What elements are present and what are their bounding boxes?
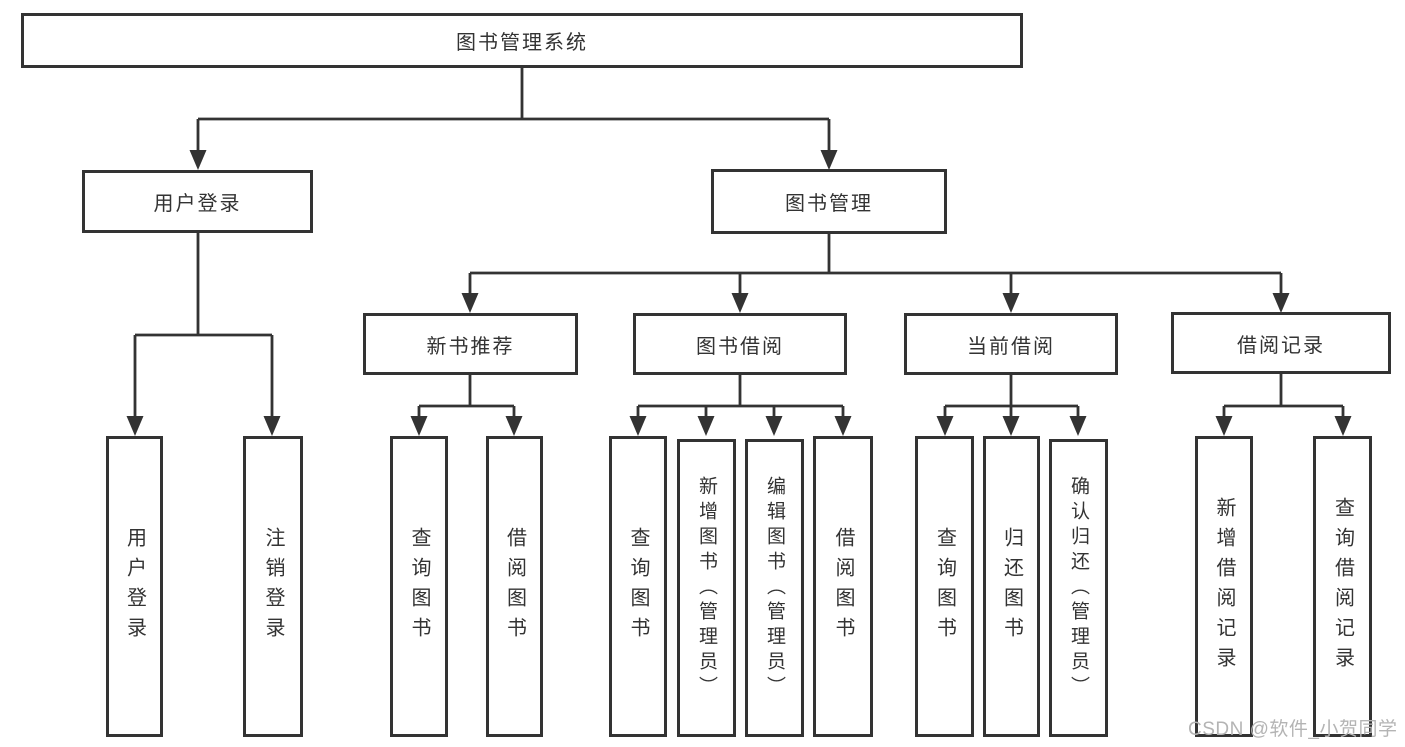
leaf-return-book: 归还图书 [983,436,1040,737]
leaf-logout: 注销登录 [243,436,303,737]
leaf-confirm-return-admin-label: 确认归还（管理员） [1068,475,1089,701]
node-book-management: 图书管理 [711,169,947,234]
connector-records-to-leaves [1215,374,1352,436]
leaf-query-books-recommend: 查询图书 [390,436,448,737]
leaf-query-books-current: 查询图书 [915,436,974,737]
leaf-user-login-label: 用户登录 [123,526,146,647]
node-user-login: 用户登录 [82,170,313,233]
connector-login-to-leaves [126,233,281,436]
leaf-query-books-borrow-label: 查询图书 [627,526,649,647]
leaf-logout-label: 注销登录 [262,526,284,647]
connector-management-to-level3 [461,234,1290,313]
leaf-query-borrow-record-label: 查询借阅记录 [1331,496,1354,677]
leaf-query-borrow-record: 查询借阅记录 [1313,436,1372,737]
connector-root-to-level2 [189,68,838,170]
leaf-borrow-books: 借阅图书 [813,436,873,737]
node-new-book-recommend: 新书推荐 [363,313,578,375]
leaf-add-book-admin-label: 新增图书（管理员） [696,475,717,701]
leaf-return-book-label: 归还图书 [1000,526,1023,647]
watermark: CSDN @软件_小贺同学 [1188,719,1398,740]
leaf-edit-book-admin-label: 编辑图书（管理员） [764,475,785,701]
connector-borrow-to-leaves [629,375,852,436]
leaf-confirm-return-admin: 确认归还（管理员） [1049,439,1108,737]
node-library-management-system: 图书管理系统 [21,13,1023,68]
leaf-query-books-current-label: 查询图书 [933,526,956,647]
connector-recommend-to-leaves [410,375,523,436]
leaf-borrow-books-recommend: 借阅图书 [486,436,543,737]
leaf-add-borrow-record-label: 新增借阅记录 [1213,496,1235,677]
leaf-add-book-admin: 新增图书（管理员） [677,439,736,737]
connector-current-to-leaves [936,375,1087,436]
node-current-borrow: 当前借阅 [904,313,1118,375]
leaf-edit-book-admin: 编辑图书（管理员） [745,439,804,737]
leaf-borrow-books-recommend-label: 借阅图书 [503,526,526,647]
node-book-borrow: 图书借阅 [633,313,847,375]
leaf-query-books-borrow: 查询图书 [609,436,667,737]
leaf-borrow-books-label: 借阅图书 [832,526,854,647]
leaf-add-borrow-record: 新增借阅记录 [1195,436,1253,737]
node-borrow-records: 借阅记录 [1171,312,1391,374]
leaf-query-books-recommend-label: 查询图书 [408,526,430,647]
leaf-user-login: 用户登录 [106,436,163,737]
